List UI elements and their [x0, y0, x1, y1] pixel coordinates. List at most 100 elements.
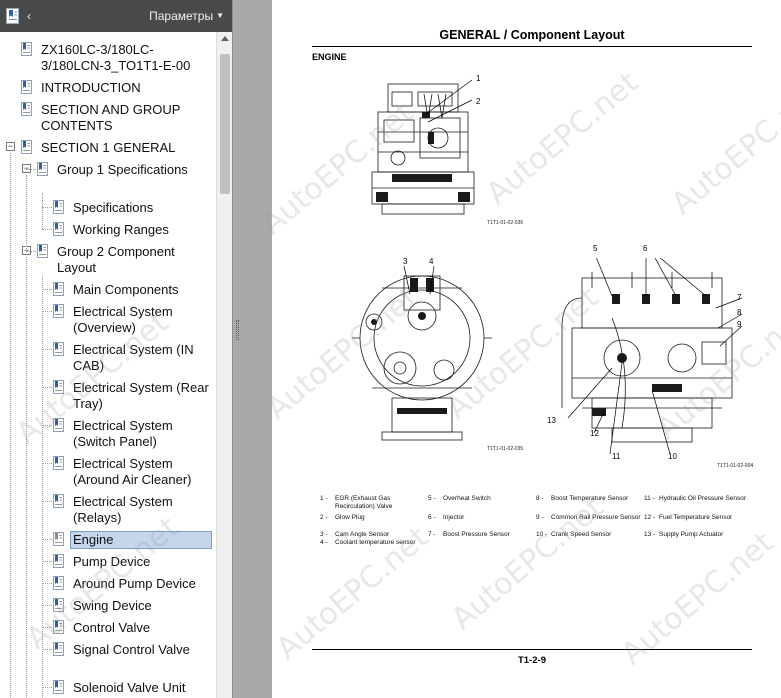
callout-6: 6 — [643, 244, 648, 253]
bookmark-label: Electrical System (Rear Tray) — [73, 380, 209, 411]
bookmark-item[interactable]: Control Valve — [0, 619, 216, 637]
bookmark-item[interactable]: ZX160LC-3/180LC-3/180LCN-3_TO1T1-E-00 — [0, 41, 216, 75]
tree-connector — [42, 561, 52, 562]
bookmark-item[interactable]: Specifications — [0, 199, 216, 217]
bookmark-item[interactable]: Working Ranges — [0, 221, 216, 239]
callout-12: 12 — [590, 429, 599, 438]
section-label: ENGINE — [312, 52, 347, 62]
bookmark-label: SECTION AND GROUP CONTENTS — [41, 102, 181, 133]
tree-connector — [26, 169, 36, 170]
bookmarks-panel-header: ‹ Параметры▼ — [0, 0, 232, 32]
bookmark-label: Engine — [70, 531, 212, 549]
bookmark-label: Main Components — [73, 282, 179, 297]
tree-connector — [10, 153, 11, 698]
tree-connector — [42, 627, 52, 628]
bookmark-label: Control Valve — [73, 620, 151, 635]
bookmark-icon — [53, 304, 64, 318]
bookmark-icon — [53, 620, 64, 634]
tree-connector — [42, 311, 52, 312]
bookmark-label: Working Ranges — [73, 222, 169, 237]
bookmark-item[interactable]: Main Components — [0, 281, 216, 299]
tree-connector — [42, 289, 52, 290]
tree-connector — [42, 193, 43, 229]
bookmark-item[interactable]: Electrical System (Switch Panel) — [0, 417, 216, 451]
callout-4: 4 — [429, 257, 434, 266]
bookmark-item[interactable]: −Group 1 Specifications — [0, 161, 216, 195]
bookmark-label: Electrical System (Overview) — [73, 304, 173, 335]
bookmark-label: Group 2 Component Layout — [57, 244, 175, 275]
tree-connector — [26, 175, 27, 251]
figure-code-c: T1T1-01-02-004 — [717, 463, 754, 469]
options-menu-button[interactable]: Параметры▼ — [149, 9, 224, 23]
tree-connector — [42, 229, 52, 230]
bookmark-icon — [21, 80, 32, 94]
bookmark-item[interactable]: Pump Device — [0, 553, 216, 571]
scrollbar-thumb[interactable] — [220, 54, 230, 194]
tree-connector — [42, 275, 43, 698]
bookmark-grey-icon — [53, 532, 64, 546]
tree-connector — [42, 583, 52, 584]
bookmarks-scrollbar[interactable] — [216, 32, 232, 698]
bookmark-label: Swing Device — [73, 598, 152, 613]
bookmark-item[interactable]: Signal Control Valve — [0, 641, 216, 675]
bookmark-icon — [21, 102, 32, 116]
bookmark-item[interactable]: Electrical System (Overview) — [0, 303, 216, 337]
bookmark-item[interactable]: −Group 2 Component Layout — [0, 243, 216, 277]
options-menu-label: Параметры — [149, 9, 214, 23]
bookmark-item[interactable]: SECTION AND GROUP CONTENTS — [0, 101, 216, 135]
chevron-down-icon: ▼ — [216, 11, 224, 20]
bookmark-icon — [37, 244, 48, 258]
bookmark-label: Signal Control Valve — [73, 642, 190, 657]
bookmark-label: ZX160LC-3/180LC-3/180LCN-3_TO1T1-E-00 — [41, 42, 191, 73]
bookmark-item[interactable]: Solenoid Valve Unit — [0, 679, 216, 697]
bookmark-item[interactable]: Electrical System (Rear Tray) — [0, 379, 216, 413]
callout-10: 10 — [668, 452, 677, 461]
bookmark-label: Around Pump Device — [73, 576, 196, 591]
bookmark-icon — [53, 282, 64, 296]
tree-connector — [42, 387, 52, 388]
bookmark-icon — [53, 222, 64, 236]
footer-rule — [312, 649, 752, 650]
bookmark-item[interactable]: Electrical System (IN CAB) — [0, 341, 216, 375]
bookmark-icon — [53, 494, 64, 508]
tree-connector — [26, 257, 27, 698]
document-page: GENERAL / Component Layout ENGINE — [272, 0, 781, 698]
splitter-grip-icon[interactable] — [236, 320, 239, 340]
bookmark-item[interactable]: Swing Device — [0, 597, 216, 615]
bookmark-item[interactable]: Electrical System (Around Air Cleaner) — [0, 455, 216, 489]
tree-connector — [42, 463, 52, 464]
bookmark-icon — [53, 418, 64, 432]
bookmark-item[interactable]: Electrical System (Relays) — [0, 493, 216, 527]
scroll-up-arrow-icon[interactable] — [221, 36, 229, 41]
engine-figure-front — [352, 265, 492, 441]
bookmark-icon — [53, 342, 64, 356]
collapse-panel-button[interactable]: ‹ — [27, 9, 31, 23]
bookmark-label: Electrical System (Switch Panel) — [73, 418, 173, 449]
bookmark-item[interactable]: − SECTION 1 GENERAL — [0, 139, 216, 157]
callout-2: 2 — [476, 97, 481, 106]
bookmark-label: Electrical System (Around Air Cleaner) — [73, 456, 192, 487]
bookmark-icon — [53, 456, 64, 470]
bookmark-item[interactable]: Around Pump Device — [0, 575, 216, 593]
tree-connector — [26, 251, 36, 252]
collapse-toggle-icon[interactable]: − — [6, 141, 15, 151]
tree-connector — [42, 649, 52, 650]
figure-code-b: T1T1-01-02-035 — [487, 446, 524, 452]
bookmark-item[interactable]: INTRODUCTION — [0, 79, 216, 97]
bookmarks-panel-icon — [6, 8, 19, 24]
panel-splitter[interactable] — [233, 0, 271, 698]
bookmark-icon — [37, 162, 48, 176]
page-number: T1-2-9 — [518, 655, 546, 666]
bookmark-icon — [21, 42, 32, 56]
bookmark-label: Pump Device — [73, 554, 151, 569]
bookmark-label: INTRODUCTION — [41, 80, 141, 95]
title-rule — [312, 46, 752, 47]
bookmark-icon — [53, 680, 64, 694]
bookmark-label: SECTION 1 GENERAL — [41, 140, 176, 155]
bookmark-icon — [53, 598, 64, 612]
collapse-toggle-icon[interactable]: − — [22, 163, 31, 173]
bookmark-item-selected[interactable]: Engine — [0, 531, 216, 549]
callout-11: 11 — [612, 452, 621, 461]
callout-5: 5 — [593, 244, 598, 253]
